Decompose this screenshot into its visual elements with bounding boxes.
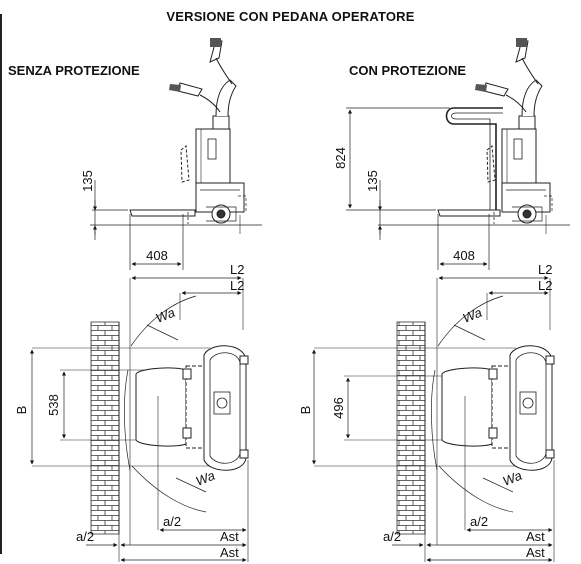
- label-408-left: 408: [146, 248, 168, 263]
- label-l2-b-left: L2: [230, 278, 244, 293]
- label-wa-top-left: Wa: [154, 305, 177, 326]
- label-b-right: B: [298, 406, 313, 415]
- label-824: 824: [333, 147, 348, 169]
- panel-con-protezione: [311, 38, 570, 563]
- label-ast-a-right: Ast: [526, 529, 545, 544]
- page-border-line: [0, 14, 2, 554]
- label-a2-right-outer: a/2: [383, 529, 401, 544]
- truck-side-view-with-guard: [378, 38, 570, 234]
- label-l2-a-left: L2: [230, 262, 244, 277]
- label-wa-bottom-left: Wa: [194, 468, 217, 489]
- label-wa-top-right: Wa: [461, 305, 484, 326]
- label-l2-b-right: L2: [538, 278, 552, 293]
- panel-subtitle-left: SENZA PROTEZIONE: [8, 63, 140, 78]
- aisle-top-view-right: [311, 275, 555, 563]
- dimension-135-right: [346, 180, 436, 240]
- label-a2-left-inner: a/2: [163, 514, 181, 529]
- label-408-right: 408: [453, 248, 475, 263]
- panel-subtitle-right: CON PROTEZIONE: [349, 63, 467, 78]
- label-wa-bottom-right: Wa: [501, 468, 524, 489]
- label-ast-b-left: Ast: [220, 545, 239, 560]
- label-135-left: 135: [80, 170, 95, 192]
- truck-side-view: [90, 38, 262, 234]
- label-l2-a-right: L2: [538, 262, 552, 277]
- label-ast-a-left: Ast: [220, 529, 239, 544]
- label-ast-b-right: Ast: [526, 545, 545, 560]
- label-496: 496: [331, 397, 346, 419]
- label-a2-right-inner: a/2: [470, 514, 488, 529]
- dimension-408: [129, 214, 184, 270]
- label-135-right: 135: [365, 170, 380, 192]
- panel-senza-protezione: [29, 38, 262, 563]
- label-b-left: B: [14, 406, 29, 415]
- wall: [90, 321, 120, 535]
- drawing-title: VERSIONE CON PEDANA OPERATORE: [166, 9, 415, 24]
- label-a2-left-outer: a/2: [76, 529, 94, 544]
- label-538: 538: [46, 394, 61, 416]
- aisle-top-view: [29, 275, 249, 563]
- dimension-408-right: [437, 214, 490, 270]
- dimension-824: [346, 107, 450, 209]
- dimension-135: [92, 180, 128, 240]
